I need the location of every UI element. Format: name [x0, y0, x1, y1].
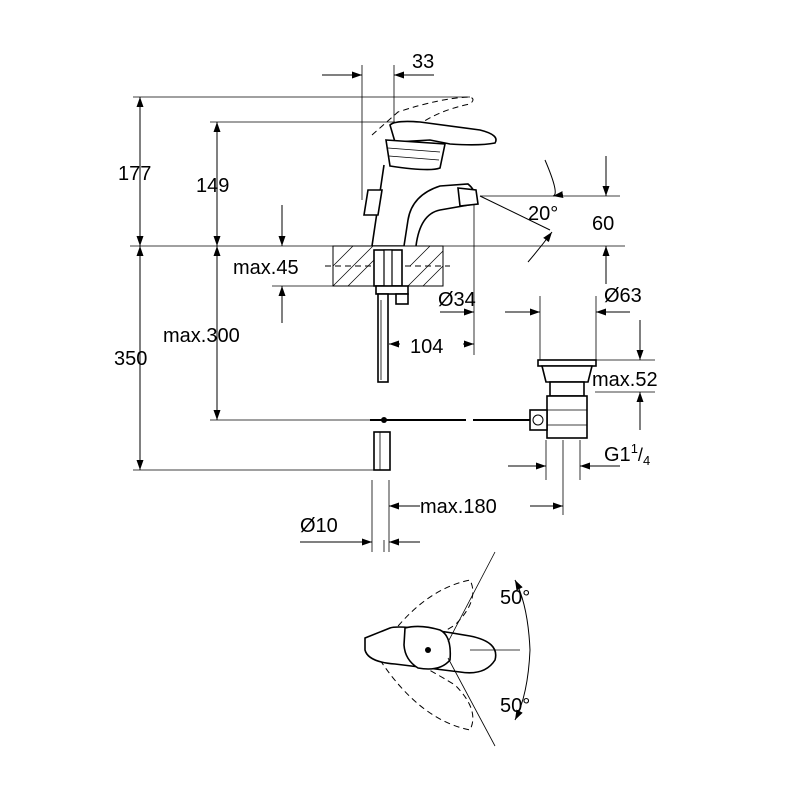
handle-top-view: [364, 551, 531, 747]
dim-149: 149: [196, 175, 229, 197]
dim-104: 104: [410, 336, 443, 358]
dim-max300: max.300: [163, 325, 240, 347]
dim-g1-thread: G11/4: [604, 441, 650, 468]
dim-60: 60: [592, 213, 614, 235]
dim-177: 177: [118, 163, 151, 185]
dim-max52: max.52: [592, 369, 658, 391]
counter-section: [325, 245, 450, 383]
dim-33: 33: [412, 51, 434, 73]
extension-lines: [130, 65, 655, 552]
dim-50deg-top: 50°: [500, 587, 530, 609]
dim-max180: max.180: [420, 496, 497, 518]
dimension-lines: [136, 71, 644, 546]
dim-350: 350: [114, 348, 147, 370]
dim-20deg: 20°: [528, 203, 558, 225]
dim-50deg-bottom: 50°: [500, 695, 530, 717]
dimension-labels: 33 177 149 20° 60 max.45 Ø34 Ø63 max.300…: [114, 51, 658, 717]
dim-max45: max.45: [233, 257, 299, 279]
dim-d10: Ø10: [300, 515, 338, 537]
dim-d63: Ø63: [604, 285, 642, 307]
faucet-side-view: [363, 96, 497, 247]
dim-d34: Ø34: [438, 289, 476, 311]
drain-assembly: [529, 359, 597, 439]
popup-linkage: [370, 417, 530, 471]
